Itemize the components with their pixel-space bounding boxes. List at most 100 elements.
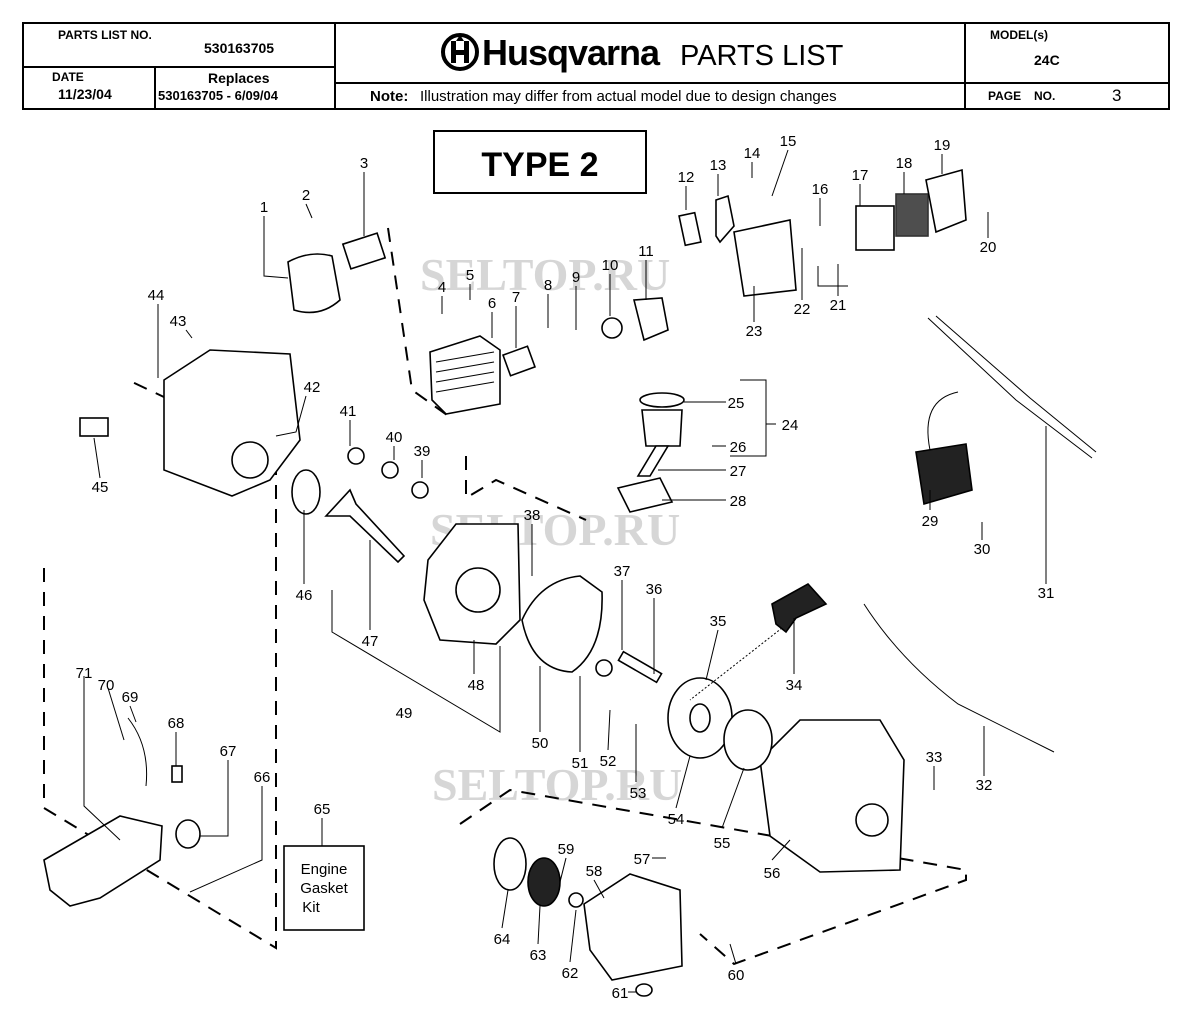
callout-number: 46	[296, 587, 313, 604]
callout-number: 14	[744, 145, 761, 162]
callout-number: 37	[614, 563, 631, 580]
shroud-port-shape	[231, 441, 269, 479]
carburetor-shape	[632, 297, 669, 342]
callout-number: 65	[314, 801, 331, 818]
ground-wire-shape	[935, 315, 1097, 453]
parts-list-no: 530163705	[204, 40, 275, 56]
parts-list-no-cell: PARTS LIST NO. 530163705	[24, 24, 336, 68]
model-cell: MODEL(s) 24C	[966, 24, 1170, 84]
clutch-shoe-shape	[527, 857, 561, 907]
note-text: Illustration may differ from actual mode…	[420, 88, 837, 105]
parts-list-header: PARTS LIST NO. 530163705 DATE 11/23/04 R…	[22, 22, 1170, 110]
crankcase-bore-shape	[455, 567, 501, 613]
callout-number: 5	[466, 267, 474, 284]
callout-number: 3	[360, 155, 368, 172]
callout-number: 59	[558, 841, 575, 858]
callout-number: 21	[830, 297, 847, 314]
pulley-hub-shape	[689, 703, 711, 733]
callout-number: 48	[468, 677, 485, 694]
callout-number: 67	[220, 743, 237, 760]
callout-number: 56	[764, 865, 781, 882]
callout-number: 34	[786, 677, 803, 694]
callout-number: 41	[340, 403, 357, 420]
starter-handle-shape	[771, 582, 828, 634]
leader-lines	[83, 149, 1047, 993]
callout-number: 69	[122, 689, 139, 706]
model-label: MODEL(s)	[990, 28, 1048, 42]
carburetor-plate-shape	[601, 317, 623, 339]
husqvarna-logo-icon	[441, 33, 479, 71]
filter-frame-shape	[855, 205, 895, 251]
callout-numbers: 1 2 3 4 5 6 7 8 9 10 11 12 13 14 15 16 1…	[76, 133, 1055, 1002]
callout-number: 51	[572, 755, 589, 772]
callout-number: 6	[488, 295, 496, 312]
page-title: PARTS LIST	[680, 40, 844, 72]
callout-number: 52	[600, 753, 617, 770]
flywheel-shape	[521, 575, 603, 673]
date-value: 11/23/04	[58, 86, 112, 102]
gasket-plate-shape	[678, 211, 702, 247]
callout-number: 70	[98, 677, 115, 694]
callout-number: 20	[980, 239, 997, 256]
disc-shape	[493, 837, 527, 891]
page-no-label: NO.	[1034, 89, 1056, 103]
callout-number: 31	[1038, 585, 1055, 602]
replaces-cell: Replaces 530163705 - 6/09/04	[156, 68, 336, 108]
cylinder-shape	[429, 335, 501, 415]
date-label: DATE	[52, 70, 84, 84]
callout-number: 38	[524, 507, 541, 524]
callout-number: 45	[92, 479, 109, 496]
note-label: Note:	[370, 88, 409, 105]
callout-number: 43	[170, 313, 187, 330]
callout-number: 66	[254, 769, 271, 786]
callout-number: 64	[494, 931, 511, 948]
gasket-shape	[501, 345, 537, 377]
nut-shape	[568, 892, 584, 908]
connecting-rod-shape	[636, 445, 670, 477]
page-no-cell: PAGE NO. 3	[966, 84, 1170, 108]
gasket-kit-box	[283, 845, 365, 931]
callout-number: 63	[530, 947, 547, 964]
gasket-kit-label-line: Engine	[301, 861, 348, 878]
starter-rope-shape	[689, 627, 783, 701]
gasket-kit-label-line: Gasket	[300, 880, 348, 897]
callout-number: 28	[730, 493, 747, 510]
lever-shape	[715, 194, 735, 244]
o-ring-shape	[291, 469, 321, 515]
muffler-cover-shape	[287, 253, 341, 314]
replaces-label: Replaces	[208, 70, 270, 86]
brand-name: Husqvarna	[482, 32, 660, 73]
callout-number: 2	[302, 187, 310, 204]
gasket-kit-label-line: Kit	[302, 899, 320, 916]
callout-number: 44	[148, 287, 165, 304]
callout-number: 1	[260, 199, 268, 216]
callout-number: 40	[386, 429, 403, 446]
fuel-line-shape	[127, 717, 148, 787]
bearing-plate-shape	[616, 477, 674, 513]
air-filter-housing-shape	[733, 219, 797, 297]
callout-number: 17	[852, 167, 869, 184]
air-filter-cover-shape	[925, 168, 967, 234]
callout-number: 49	[396, 705, 413, 722]
type-label: TYPE 2	[481, 146, 598, 184]
shaft-shape	[617, 650, 663, 684]
callout-number: 54	[668, 811, 685, 828]
callout-number: 55	[714, 835, 731, 852]
callout-number: 4	[438, 279, 446, 296]
ignition-coil-shape	[915, 443, 973, 506]
fuel-tank-shape	[43, 815, 163, 907]
callout-number: 36	[646, 581, 663, 598]
callout-number: 25	[728, 395, 745, 412]
callout-number: 10	[602, 257, 619, 274]
callout-number: 68	[168, 715, 185, 732]
bearing-shape	[411, 481, 429, 499]
callout-number: 53	[630, 785, 647, 802]
note-cell: Note: Illustration may differ from actua…	[336, 84, 966, 108]
callout-number: 26	[730, 439, 747, 456]
nut-shape	[635, 983, 653, 997]
type-label-box	[433, 130, 647, 194]
date-cell: DATE 11/23/04	[24, 68, 156, 108]
callout-number: 61	[612, 985, 629, 1002]
callout-number: 24	[782, 417, 799, 434]
